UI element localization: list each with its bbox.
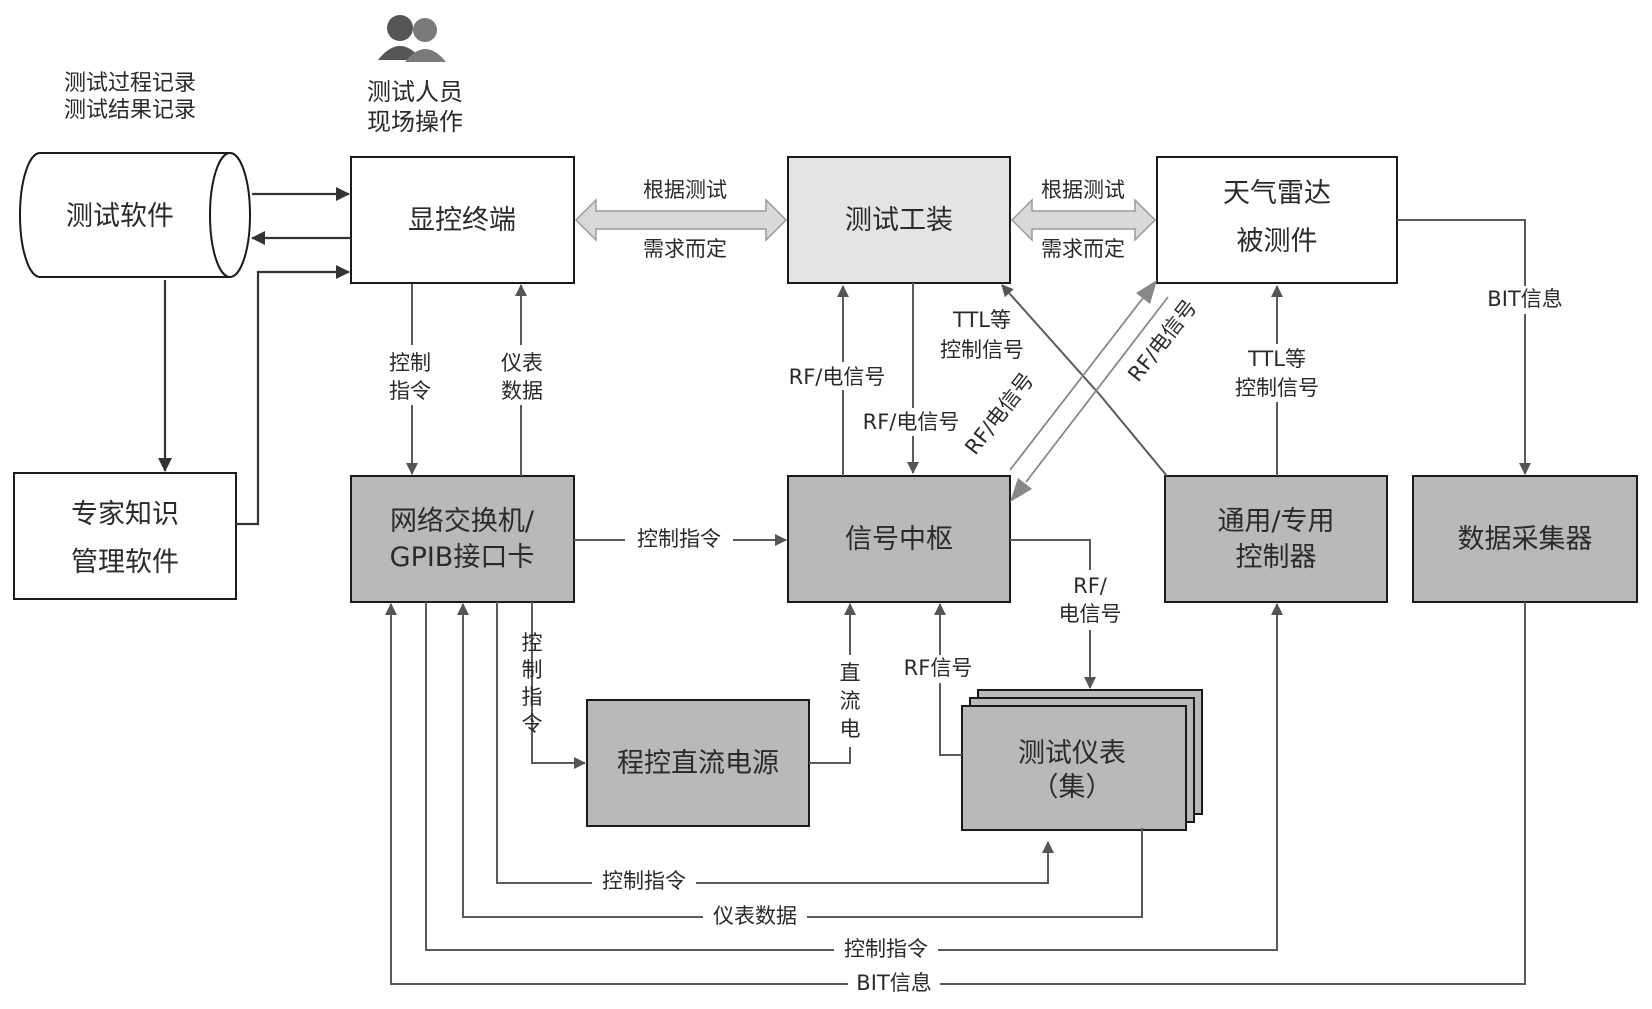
switch-label-2: GPIB接口卡	[390, 542, 535, 573]
arrow-switch-to-instruments	[496, 602, 1054, 884]
rf-arrowhead-hub	[1010, 478, 1032, 502]
display-terminal-label: 显控终端	[408, 205, 516, 236]
dc-power-label: 程控直流电源	[617, 748, 779, 779]
radar-node	[1156, 156, 1398, 284]
radar-label-2: 被测件	[1237, 226, 1318, 257]
rf-arrowhead-radar	[1136, 280, 1157, 304]
test-software-node: 测试软件	[19, 152, 251, 278]
rf-elec-label-b: 电信号	[1059, 602, 1122, 626]
ttl-left-label-b: 控制信号	[940, 338, 1024, 362]
bottom-meter-label: 仪表数据	[713, 904, 797, 928]
arrow-expert-to-terminal	[236, 265, 350, 526]
note-process-record: 测试过程记录	[64, 71, 196, 96]
ttl-left-label-a: TTL等	[952, 308, 1011, 332]
person-label-1: 测试人员	[367, 78, 463, 106]
switch-gpib-node	[350, 475, 575, 603]
bottom-ctrl1-label: 控制指令	[602, 869, 686, 893]
rf-up-label: RF/电信号	[789, 365, 886, 389]
signal-hub-label: 信号中枢	[845, 524, 953, 555]
ctrl-v-char-3: 指	[522, 685, 543, 709]
ctrl-v-char-2: 制	[522, 658, 543, 682]
data-collector-label: 数据采集器	[1458, 524, 1593, 555]
ctrl-cmd-label-b: 指令	[389, 379, 431, 403]
dc-v-char-1: 直	[840, 661, 861, 685]
ttl-right-label-b: 控制信号	[1235, 376, 1319, 400]
expert-label-2: 管理软件	[71, 547, 179, 578]
bottom-bit-label: BIT信息	[856, 971, 931, 995]
rf-diag1-label: RF/电信号	[960, 368, 1038, 459]
arrow-switch-to-dcpower	[531, 602, 586, 769]
test-fixture-label: 测试工装	[845, 205, 953, 236]
test-software-label: 测试软件	[66, 201, 174, 232]
controller-node	[1164, 475, 1388, 603]
signal-hub-node	[787, 475, 1011, 603]
dc-v-char-2: 流	[840, 689, 861, 713]
arrow-radar-to-collector	[1397, 219, 1531, 475]
dc-v-char-3: 电	[840, 717, 861, 741]
arrow-controller-to-fixture	[1001, 284, 1168, 477]
req2-label-b: 需求而定	[1041, 237, 1125, 261]
meter-data-label-a: 仪表	[501, 351, 543, 375]
data-collector-node	[1412, 475, 1638, 603]
rf-signal-label: RF信号	[904, 656, 973, 680]
rf-elec-label-a: RF/	[1073, 574, 1108, 598]
person-label-2: 现场操作	[367, 108, 463, 136]
bottom-ctrl2-label: 控制指令	[844, 937, 928, 961]
ttl-right-label-a: TTL等	[1247, 347, 1306, 371]
req1-label-a: 根据测试	[643, 178, 727, 202]
req2-label-a: 根据测试	[1041, 178, 1125, 202]
controller-label-1: 通用/专用	[1217, 506, 1334, 537]
bit-info-right-label: BIT信息	[1487, 287, 1562, 311]
switch-label-1: 网络交换机/	[390, 506, 535, 537]
ctrl-cmd-label-a: 控制	[389, 351, 431, 375]
display-terminal-node	[350, 156, 575, 284]
instruments-label-1: 测试仪表	[1018, 738, 1126, 769]
controller-label-2: 控制器	[1236, 542, 1317, 573]
arrow-hub-to-instruments	[1010, 539, 1096, 689]
ctrl-cmd-mid-label: 控制指令	[637, 527, 721, 551]
radar-label-1: 天气雷达	[1223, 178, 1331, 209]
ctrl-v-char-4: 令	[522, 712, 543, 736]
double-arrow-fixture-radar	[1010, 198, 1157, 242]
double-arrow-terminal-fixture	[574, 198, 788, 242]
rf-double-line-hub-radar	[1009, 284, 1169, 483]
expert-label-1: 专家知识	[71, 499, 179, 530]
meter-data-label-b: 数据	[501, 379, 543, 403]
instruments-label-2: （集）	[1032, 772, 1113, 803]
people-icon	[378, 15, 446, 62]
arrow-collector-to-switch	[385, 602, 1526, 985]
test-fixture-node	[787, 156, 1011, 284]
instruments-node: 测试仪表 （集）	[961, 689, 1203, 831]
arrow-instruments-to-hub	[934, 603, 962, 756]
note-result-record: 测试结果记录	[64, 98, 196, 123]
ctrl-v-char-1: 控	[522, 631, 543, 655]
expert-software-node	[13, 472, 237, 600]
req1-label-b: 需求而定	[643, 237, 727, 261]
rf-down-label: RF/电信号	[863, 410, 960, 434]
dc-power-node	[586, 699, 810, 827]
